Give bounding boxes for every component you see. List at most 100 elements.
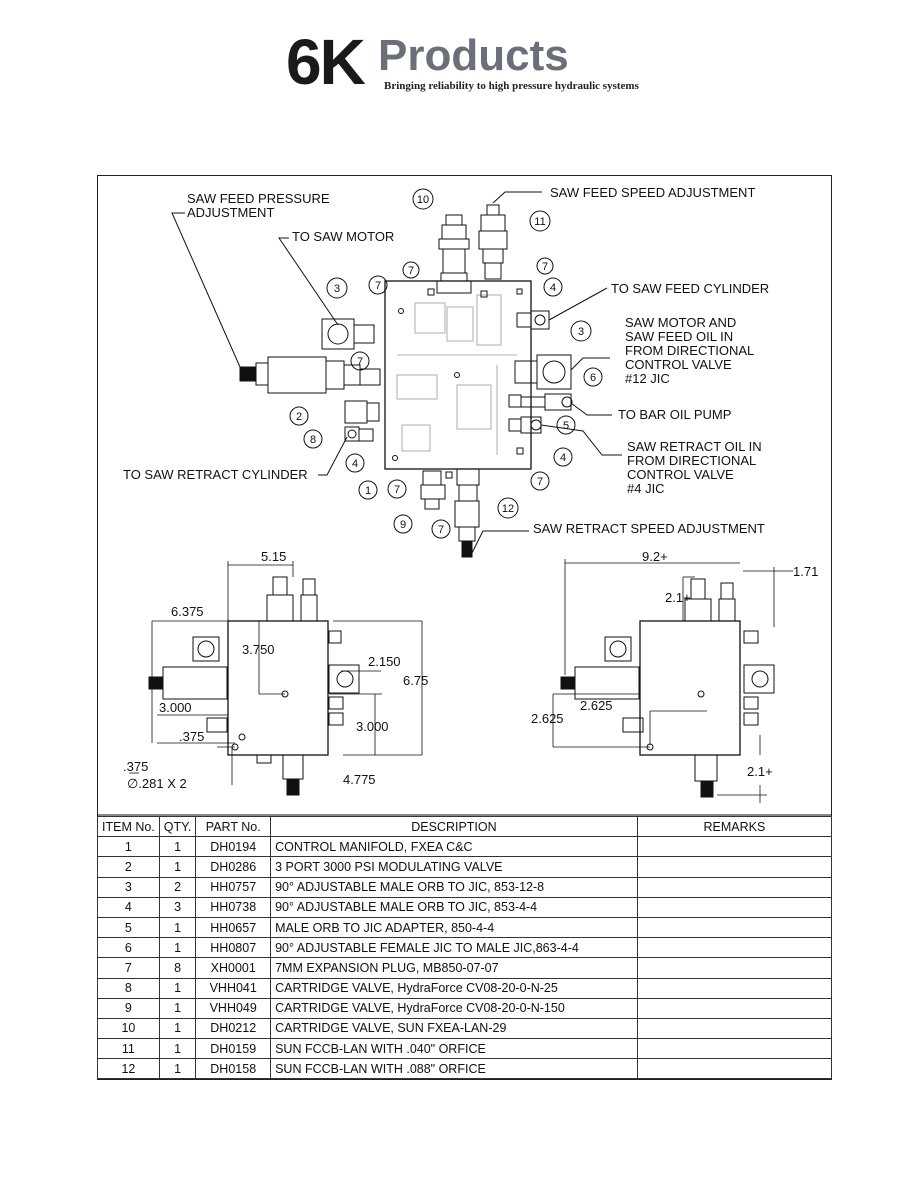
callout-saw-motor-4: CONTROL VALVE — [625, 357, 732, 372]
balloon-7: 7 — [375, 280, 381, 292]
cell-qty: 1 — [158, 856, 197, 878]
fitting-4-left — [344, 426, 374, 442]
callout-saw-motor-5: #12 JIC — [625, 371, 670, 386]
cartridge-valve-8 — [344, 400, 380, 424]
balloon-7: 7 — [394, 484, 400, 496]
dim-6-75: 6.75 — [403, 673, 428, 688]
cell-remarks — [636, 836, 833, 858]
balloon-10: 10 — [417, 194, 429, 206]
dim-3-000: 3.000 — [356, 719, 389, 734]
dim-1-71: 1.71 — [793, 564, 818, 579]
modulating-valve-2 — [239, 356, 381, 394]
balloon-8: 8 — [310, 434, 316, 446]
cell-item-no: 12 — [97, 1058, 160, 1080]
cell-part-no: HH0807 — [195, 937, 272, 959]
cell-part-no: DH0212 — [195, 1017, 272, 1040]
dim-4-775: 4.775 — [343, 772, 376, 787]
cell-remarks — [636, 997, 833, 1019]
manifold-front-view-right — [639, 620, 741, 756]
cell-description: CARTRIDGE VALVE, HydraForce CV08-20-0-N-… — [270, 997, 638, 1019]
cell-part-no: DH0194 — [195, 836, 272, 858]
balloon-7: 7 — [537, 476, 543, 488]
assembly-drawing: SAW FEED PRESSURE ADJUSTMENT TO SAW MOTO… — [97, 185, 832, 816]
callout-saw-feed-pressure-2: ADJUSTMENT — [187, 205, 274, 220]
dim-3-000: 3.000 — [159, 700, 192, 715]
cell-description: CARTRIDGE VALVE, SUN FXEA-LAN-29 — [270, 1017, 638, 1040]
balloon-3: 3 — [334, 283, 340, 295]
cell-qty: 1 — [158, 1017, 197, 1040]
callout-saw-retract-oil-1: SAW RETRACT OIL IN — [627, 439, 762, 454]
cell-description: 3 PORT 3000 PSI MODULATING VALVE — [270, 856, 638, 878]
cell-item-no: 2 — [97, 856, 160, 878]
callout-saw-motor-3: FROM DIRECTIONAL — [625, 343, 754, 358]
manifold-internal-passages — [396, 294, 517, 455]
logo-tagline: Bringing reliability to high pressure hy… — [384, 80, 639, 92]
fitting-4-top-right — [516, 310, 550, 330]
balloon-4: 4 — [352, 458, 358, 470]
cell-description: SUN FCCB-LAN WITH .040" ORFICE — [270, 1038, 638, 1060]
logo-mark: 6K — [286, 26, 366, 98]
fitting-3-left — [321, 318, 375, 350]
callout-saw-motor-1: SAW MOTOR AND — [625, 315, 736, 330]
logo-wordmark: Products — [378, 31, 569, 80]
header-remarks: REMARKS — [636, 815, 833, 838]
cell-description: SUN FCCB-LAN WITH .088" ORFICE — [270, 1058, 638, 1080]
drawing-frame — [97, 175, 832, 1080]
cell-description: MALE ORB TO JIC ADAPTER, 850-4-4 — [270, 916, 638, 939]
fittings-5-6 — [508, 393, 573, 411]
cell-qty: 8 — [158, 957, 197, 979]
cell-item-no: 8 — [97, 977, 160, 999]
header-part-no: PART No. — [195, 815, 272, 838]
cell-item-no: 11 — [97, 1038, 160, 1060]
cell-item-no: 5 — [97, 916, 160, 939]
dim-2-1: 2.1+ — [665, 590, 691, 605]
cell-part-no: HH0757 — [195, 876, 272, 898]
fitting-3-right — [514, 354, 572, 390]
cell-item-no: 3 — [97, 876, 160, 898]
dim-2-1: 2.1+ — [747, 764, 773, 779]
cell-item-no: 10 — [97, 1017, 160, 1040]
header-description: DESCRIPTION — [270, 815, 638, 838]
callout-saw-feed-pressure: SAW FEED PRESSURE — [187, 191, 330, 206]
cartridge-valve-11 — [478, 204, 508, 280]
cell-description: CONTROL MANIFOLD, FXEA C&C — [270, 836, 638, 858]
cell-part-no: DH0158 — [195, 1058, 272, 1080]
cell-part-no: VHH041 — [195, 977, 272, 999]
cell-remarks — [636, 1038, 833, 1060]
bill-of-materials: ITEM No. QTY. PART No. DESCRIPTION REMAR… — [97, 815, 833, 1080]
callout-saw-feed-speed: SAW FEED SPEED ADJUSTMENT — [550, 185, 755, 200]
callout-to-bar-oil-pump: TO BAR OIL PUMP — [618, 407, 731, 422]
cartridge-valve-12 — [454, 468, 480, 558]
bom-header-row: ITEM No. QTY. PART No. DESCRIPTION REMAR… — [97, 815, 833, 838]
cell-qty: 1 — [158, 1058, 197, 1080]
cell-qty: 1 — [158, 977, 197, 999]
header-qty: QTY. — [158, 815, 197, 838]
dim-6-375: 6.375 — [171, 604, 204, 619]
cell-part-no: DH0159 — [195, 1038, 272, 1060]
header-item-no: ITEM No. — [97, 815, 160, 838]
cell-remarks — [636, 856, 833, 878]
callout-to-saw-feed-cylinder: TO SAW FEED CYLINDER — [611, 281, 769, 296]
dim-375: .375 — [123, 759, 148, 774]
cell-remarks — [636, 957, 833, 979]
balloon-7: 7 — [408, 265, 414, 277]
cartridge-valve-10 — [436, 214, 472, 294]
cell-qty: 1 — [158, 937, 197, 959]
balloon-9: 9 — [400, 519, 406, 531]
callout-to-saw-retract-cylinder: TO SAW RETRACT CYLINDER — [123, 467, 308, 482]
cell-item-no: 4 — [97, 896, 160, 918]
cell-description: 90° ADJUSTABLE MALE ORB TO JIC, 853-12-8 — [270, 876, 638, 898]
cell-part-no: XH0001 — [195, 957, 272, 979]
balloon-2: 2 — [296, 411, 302, 423]
callout-saw-retract-speed: SAW RETRACT SPEED ADJUSTMENT — [533, 521, 765, 536]
cell-description: 90° ADJUSTABLE FEMALE JIC TO MALE JIC,86… — [270, 937, 638, 959]
cell-part-no: DH0286 — [195, 856, 272, 878]
cell-remarks — [636, 1017, 833, 1040]
